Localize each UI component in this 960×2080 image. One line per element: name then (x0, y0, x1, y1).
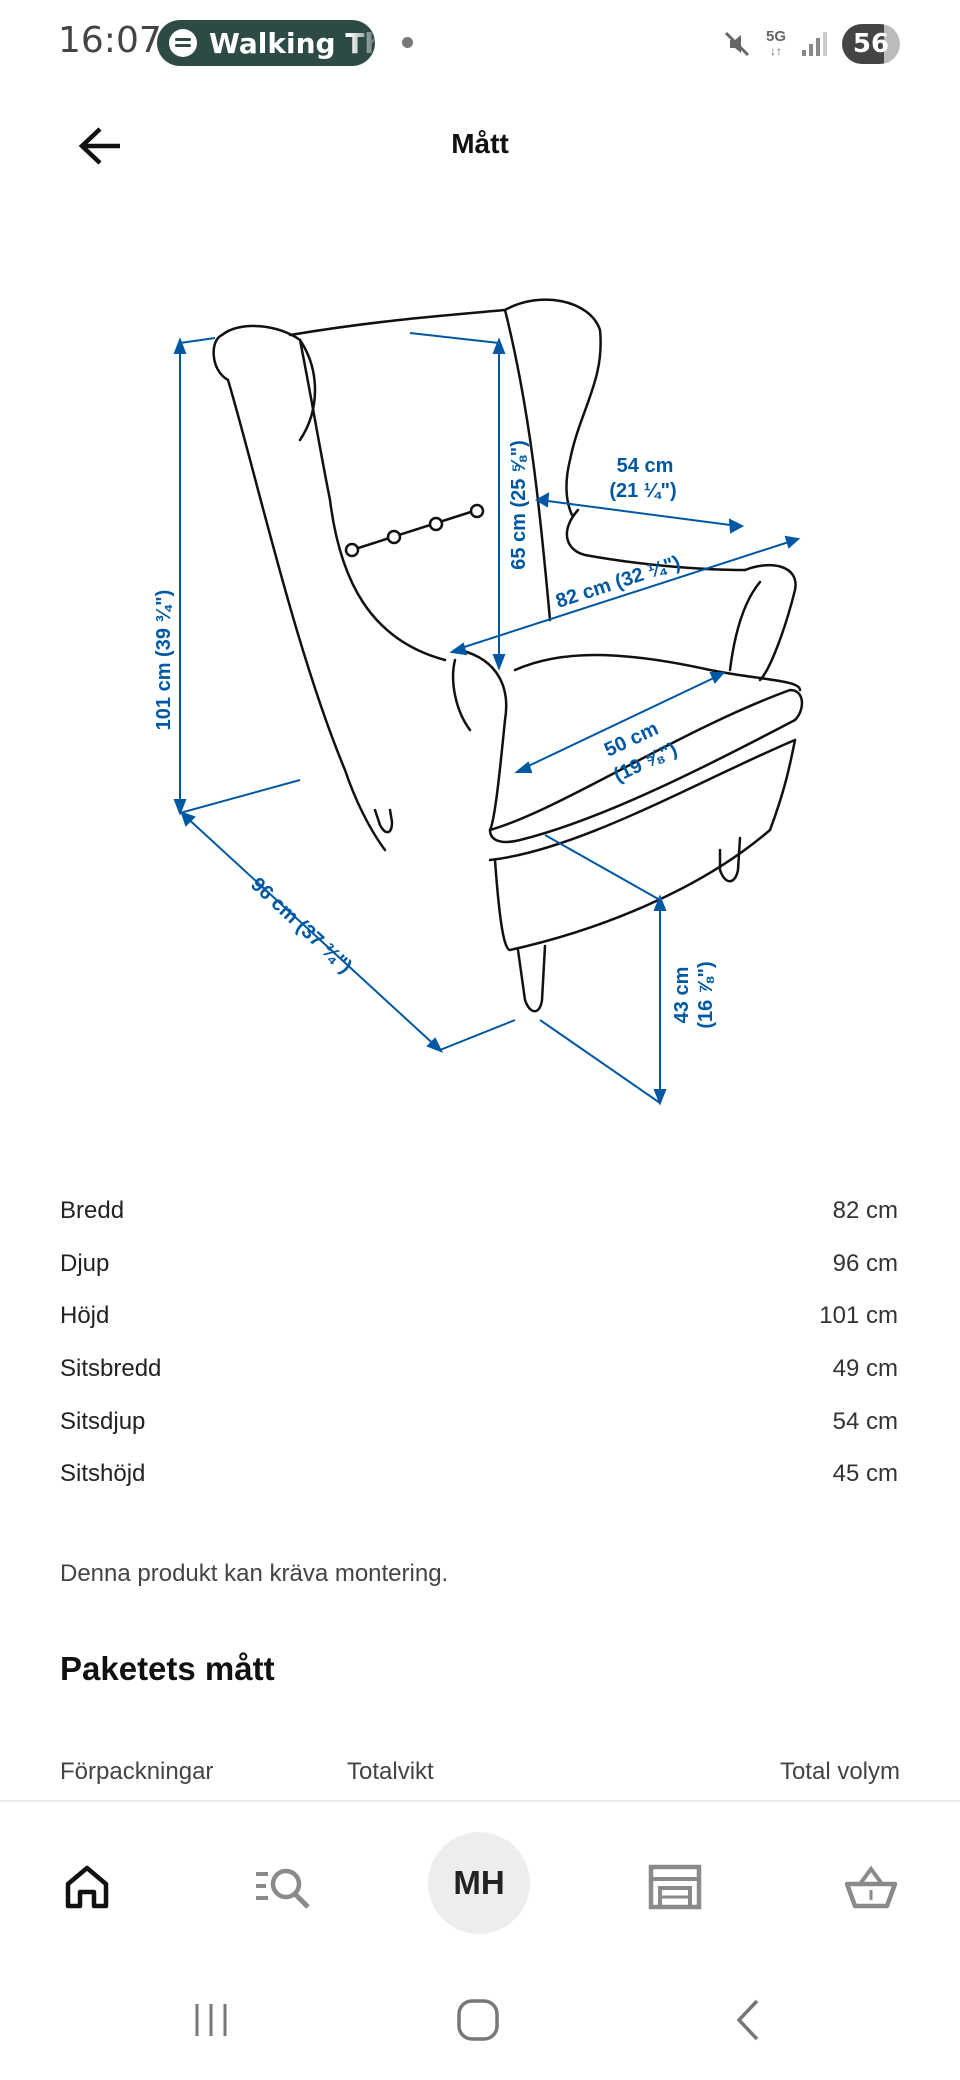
chair-dimension-illustration: 101 cm (39 ¾") 65 cm (25 ⅝") 54 cm (21 ¼… (153, 298, 804, 1106)
back-button[interactable] (68, 118, 132, 174)
spec-label: Sitshöjd (60, 1460, 146, 1488)
home-circle-icon (457, 1999, 499, 2041)
store-icon (648, 1864, 702, 1910)
arrow-left-icon (78, 127, 120, 165)
nav-search[interactable] (248, 1852, 318, 1922)
notification-dot (402, 37, 413, 48)
signal-icon (802, 32, 827, 56)
status-icons: 5G ↓↑ 56 (722, 22, 900, 66)
chevron-left-icon (736, 1999, 759, 2041)
recent-apps-button[interactable] (176, 1990, 246, 2050)
dimension-spec-list: Bredd 82 cm Djup 96 cm Höjd 101 cm Sitsb… (60, 1185, 898, 1501)
nav-stores[interactable] (640, 1852, 710, 1922)
dim-label-seat-depth-inches: (21 ¼") (609, 480, 676, 502)
spec-row: Höjd 101 cm (60, 1290, 898, 1343)
basket-icon (844, 1865, 898, 1909)
network-label: 5G (765, 28, 786, 45)
system-back-button[interactable] (713, 1990, 783, 2050)
battery-indicator: 56 (842, 24, 900, 64)
dim-label-seat-depth: 54 cm (617, 455, 674, 477)
nav-home[interactable] (52, 1852, 122, 1922)
package-section-title: Paketets mått (60, 1650, 275, 1687)
dimension-lines (173, 332, 801, 1106)
spec-row: Sitsdjup 54 cm (60, 1395, 898, 1448)
recent-apps-icon (195, 2004, 227, 2036)
spec-row: Sitshöjd 45 cm (60, 1448, 898, 1501)
spec-value: 49 cm (832, 1355, 898, 1383)
spotify-icon (169, 29, 197, 57)
spec-label: Bredd (60, 1197, 125, 1225)
status-time: 16:07 (58, 20, 162, 61)
dim-label-seat-height-inches: (16 ⅞") (695, 961, 717, 1028)
dim-label-seat-height: 43 cm (671, 967, 693, 1024)
spec-value: 82 cm (832, 1197, 898, 1225)
spec-label: Sitsdjup (60, 1407, 146, 1435)
profile-button[interactable]: MH (428, 1832, 530, 1934)
spec-value: 45 cm (832, 1460, 898, 1488)
mute-icon (724, 31, 750, 57)
spec-value: 96 cm (832, 1249, 898, 1277)
dim-label-back-height: 65 cm (25 ⅝") (508, 440, 530, 570)
status-bar: 16:07 Walking Th 5G ↓↑ 56 (0, 0, 960, 88)
page-title: Mått (451, 128, 509, 159)
bottom-navigation: MH (0, 1800, 960, 1960)
spec-label: Höjd (60, 1302, 110, 1330)
spec-value: 54 cm (832, 1407, 898, 1435)
package-col-volume: Total volym (779, 1758, 900, 1785)
page-header: Mått (0, 100, 960, 190)
package-table-header: Förpackningar Totalvikt Total volym (60, 1758, 900, 1792)
chair-drawing (212, 298, 804, 1013)
data-arrows: ↓↑ (769, 44, 782, 58)
home-icon (65, 1865, 109, 1909)
spec-value: 101 cm (819, 1302, 898, 1330)
assembly-note: Denna produkt kan kräva montering. (60, 1560, 449, 1587)
package-col-packages: Förpackningar (60, 1758, 214, 1785)
system-navigation-bar (0, 1960, 960, 2080)
media-playback-pill[interactable]: Walking Th (157, 20, 375, 66)
network-5g-icon: 5G ↓↑ (765, 28, 786, 58)
nav-basket[interactable] (836, 1852, 906, 1922)
search-list-icon (256, 1868, 310, 1909)
dim-label-depth: 96 cm (37 ¾") (246, 873, 356, 977)
spec-label: Sitsbredd (60, 1355, 162, 1383)
home-system-button[interactable] (443, 1990, 513, 2050)
spec-row: Sitsbredd 49 cm (60, 1343, 898, 1396)
dim-label-total-height: 101 cm (39 ¾") (153, 590, 175, 731)
spec-label: Djup (60, 1249, 110, 1277)
media-title: Walking Th (209, 26, 375, 60)
spec-row: Bredd 82 cm (60, 1185, 898, 1238)
spec-row: Djup 96 cm (60, 1238, 898, 1291)
package-col-weight: Totalvikt (347, 1758, 434, 1785)
